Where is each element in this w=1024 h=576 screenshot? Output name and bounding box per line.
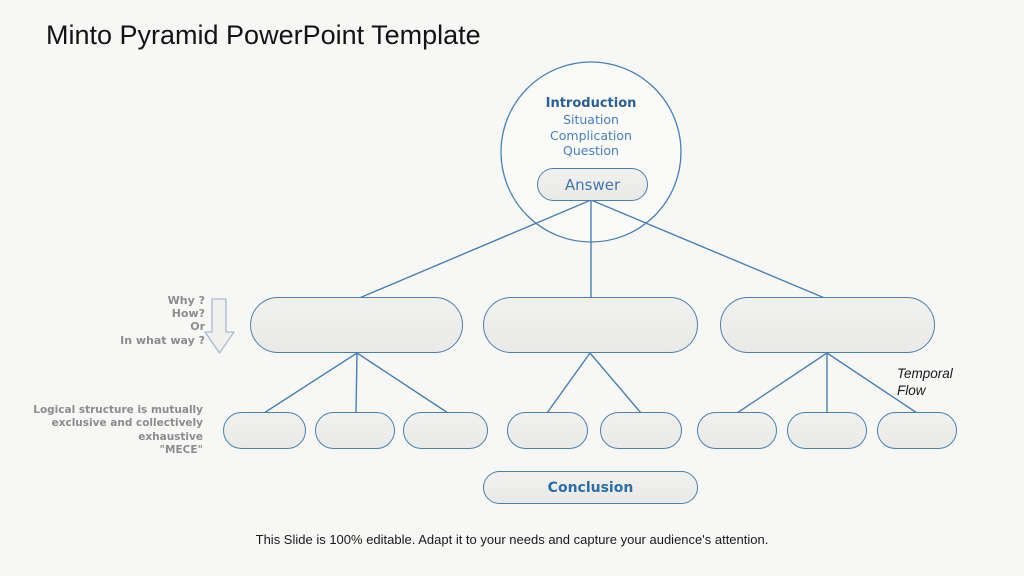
sub-pill-1-3	[403, 412, 488, 449]
intro-heading: Introduction	[545, 96, 637, 111]
sub-pill-3-1	[697, 412, 777, 449]
connector-box3-pill3	[826, 352, 918, 414]
sub-pill-2-1	[507, 412, 588, 449]
slide-title: Minto Pyramid PowerPoint Template	[46, 20, 481, 50]
connector-box2-pill2	[589, 352, 642, 414]
conclusion-pill: Conclusion	[483, 471, 698, 504]
middle-box-1	[250, 297, 463, 353]
intro-item-complication: Complication	[550, 127, 632, 143]
connector-box1-pill3	[356, 352, 449, 414]
temporal-line: Temporal	[897, 366, 953, 381]
sub-pill-3-2	[787, 412, 867, 449]
question-words-label: Why ? How? Or In what way ?	[40, 294, 205, 347]
middle-box-3	[720, 297, 935, 353]
intro-item-question: Question	[563, 143, 619, 158]
sub-pill-1-1	[223, 412, 306, 449]
question-line: Or	[190, 320, 205, 334]
question-line: Why ?	[167, 294, 205, 307]
answer-pill: Answer	[537, 168, 648, 201]
slide-footer: This Slide is 100% editable. Adapt it to…	[255, 532, 769, 547]
mece-line: exhaustive	[138, 430, 203, 443]
question-line: In what way ?	[120, 333, 205, 347]
connector-box3-pill1	[736, 352, 828, 414]
middle-box-2	[483, 297, 698, 353]
temporal-flow-label: Temporal Flow	[897, 366, 1007, 399]
mece-line: "MECE"	[159, 444, 203, 457]
down-arrow-icon	[204, 298, 235, 354]
temporal-line: Flow	[897, 382, 926, 398]
connector-answer-box1	[356, 199, 592, 300]
mece-line: Logical structure is mutually	[33, 404, 203, 416]
sub-pill-1-2	[315, 412, 395, 449]
connector-box1-pill1	[263, 352, 358, 414]
sub-pill-2-2	[600, 412, 682, 449]
connector-box2-pill1	[546, 352, 591, 414]
question-line: How?	[171, 307, 205, 321]
sub-pill-3-3	[877, 412, 957, 449]
connector-box1-pill2	[355, 352, 358, 414]
answer-label: Answer	[564, 175, 621, 194]
intro-circle-text: Introduction Situation Complication Ques…	[491, 95, 691, 159]
intro-item-situation: Situation	[563, 112, 619, 127]
mece-line: exclusive and collectively	[51, 417, 203, 430]
mece-note: Logical structure is mutually exclusive …	[18, 404, 203, 458]
conclusion-label: Conclusion	[547, 479, 634, 496]
connector-answer-box3	[590, 199, 828, 300]
